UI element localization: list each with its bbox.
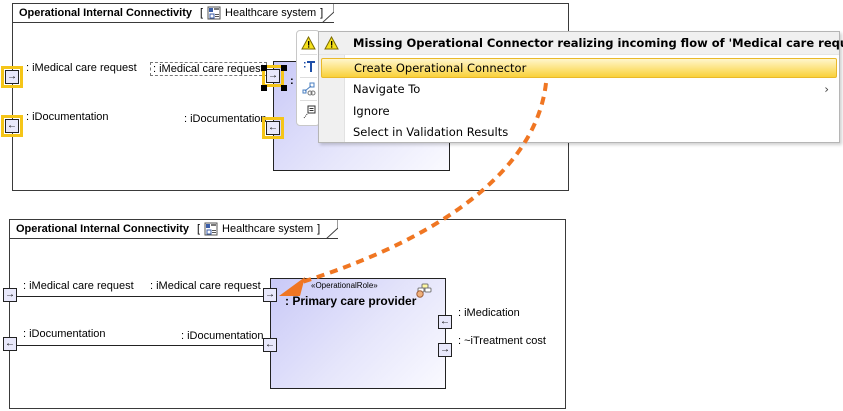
tab-corner: [322, 4, 334, 23]
port-label: : iDocumentation: [26, 111, 109, 123]
port-label: : iMedical care request: [26, 62, 137, 74]
part-port-medical-care-request[interactable]: →: [263, 288, 277, 302]
boundary-port-medical-care-request[interactable]: →: [1, 66, 23, 88]
part-port-label: : iMedication: [458, 307, 520, 319]
arrow-right-icon: →: [268, 70, 278, 81]
connector-medical-care-request[interactable]: [17, 296, 264, 297]
selection-handle[interactable]: [281, 85, 287, 91]
context-name: Healthcare system: [222, 223, 314, 235]
arrow-left-icon: ←: [7, 120, 17, 131]
menu-item-label: Create Operational Connector: [354, 61, 527, 75]
validation-context-menu: Missing Operational Connector realizing …: [318, 31, 843, 143]
context-name: Healthcare system: [225, 7, 317, 19]
warning-icon: [301, 35, 316, 49]
arrow-left-icon: ←: [5, 338, 15, 349]
menu-item-create-operational-connector[interactable]: Create Operational Connector: [321, 58, 837, 78]
tab-corner: [326, 220, 338, 239]
arrow-right-icon: →: [7, 71, 17, 82]
part-port-label: : iMedical care request: [150, 280, 261, 292]
menu-item-navigate-to[interactable]: Navigate To ›: [321, 79, 837, 99]
context-bracket-open: [: [199, 7, 204, 19]
part-stereotype: «OperationalRole»: [311, 281, 378, 290]
diagram-type-icon: [204, 222, 218, 236]
menu-item-label: Navigate To: [353, 82, 421, 96]
top-diagram-header: Operational Internal Connectivity [ Heal…: [12, 3, 334, 23]
port-label: : iMedical care request: [23, 280, 134, 292]
warning-icon: [324, 36, 339, 50]
menu-header: Missing Operational Connector realizing …: [319, 32, 843, 55]
boundary-port-documentation[interactable]: ←: [3, 337, 17, 351]
connector-documentation[interactable]: [17, 345, 264, 346]
toolbar-text-format-button[interactable]: [300, 57, 317, 74]
selection-handle[interactable]: [261, 85, 267, 91]
toolbar-connector-button[interactable]: [300, 80, 317, 97]
toolbar-separator: [300, 54, 317, 55]
part-port-label-selected[interactable]: : iMedical care request: [150, 62, 267, 76]
context-bracket-close: ]: [320, 7, 324, 19]
part-port-medication[interactable]: ←: [438, 315, 452, 329]
part-port-documentation[interactable]: ←: [262, 117, 284, 139]
arrow-left-icon: ←: [268, 122, 278, 133]
menu-item-select-in-validation-results[interactable]: Select in Validation Results: [321, 122, 837, 142]
part-port-label: : ~iTreatment cost: [458, 335, 546, 347]
part-name: : Primary care provider: [285, 294, 417, 308]
part-primary-care-provider[interactable]: «OperationalRole» : Primary care provide…: [270, 278, 446, 389]
part-port-label: : iDocumentation: [184, 113, 267, 125]
diagram-title: Operational Internal Connectivity: [19, 7, 192, 19]
bottom-diagram-header: Operational Internal Connectivity [ Heal…: [9, 219, 338, 239]
menu-item-label: Ignore: [353, 104, 390, 118]
operational-role-icon: [416, 283, 432, 298]
port-label: : iDocumentation: [23, 328, 106, 340]
arrow-left-icon: ←: [265, 339, 275, 350]
part-port-medical-care-request[interactable]: →: [262, 65, 284, 87]
diagram-type-icon: [207, 6, 221, 20]
toolbar-warning-button[interactable]: [300, 34, 317, 51]
toolbar-separator: [300, 100, 317, 101]
toolbar-note-button[interactable]: [300, 103, 317, 120]
note-icon: [303, 105, 315, 118]
submenu-chevron-icon: ›: [824, 82, 829, 96]
arrow-right-icon: →: [5, 289, 15, 300]
diagram-title: Operational Internal Connectivity: [16, 223, 189, 235]
arrow-right-icon: →: [440, 344, 450, 355]
boundary-port-medical-care-request[interactable]: →: [3, 288, 17, 302]
connector-icon: [302, 82, 315, 95]
menu-header-text: Missing Operational Connector realizing …: [353, 36, 843, 50]
selection-handle[interactable]: [261, 65, 267, 71]
menu-item-label: Select in Validation Results: [353, 125, 509, 139]
selection-handle[interactable]: [281, 65, 287, 71]
context-bracket-open: [: [196, 223, 201, 235]
part-name-fragment: :: [290, 75, 294, 87]
part-port-documentation[interactable]: ←: [263, 338, 277, 352]
toolbar-separator: [300, 77, 317, 78]
arrow-left-icon: ←: [440, 316, 450, 327]
part-port-label: : iDocumentation: [181, 330, 264, 342]
smart-manipulator-toolbar: [296, 30, 320, 126]
boundary-port-documentation[interactable]: ←: [1, 115, 23, 137]
text-format-icon: [303, 60, 315, 72]
part-port-treatment-cost[interactable]: →: [438, 343, 452, 357]
arrow-right-icon: →: [265, 289, 275, 300]
context-bracket-close: ]: [317, 223, 321, 235]
menu-item-ignore[interactable]: Ignore: [321, 101, 837, 121]
